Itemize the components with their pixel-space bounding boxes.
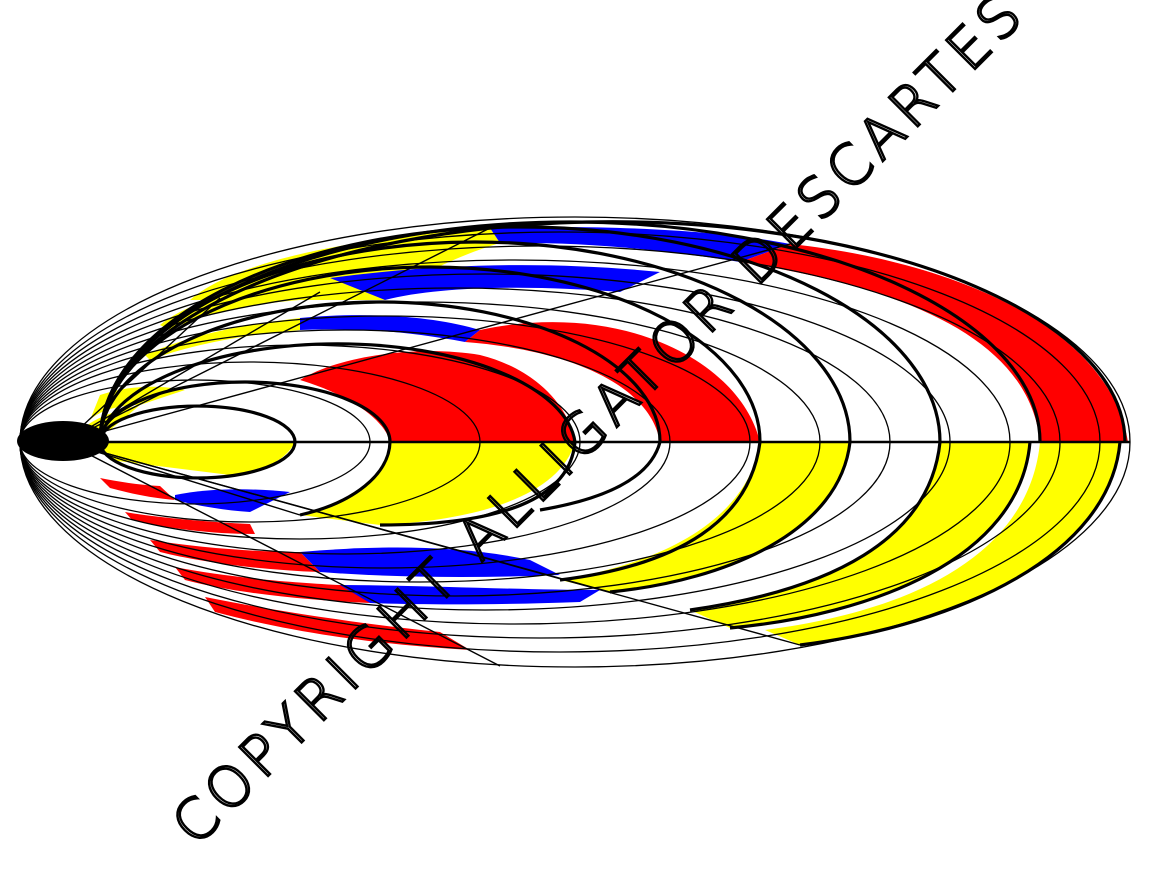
band-yellow xyxy=(145,318,300,360)
colored-bands xyxy=(80,226,1128,650)
band-blue xyxy=(300,315,480,342)
band-yellow xyxy=(560,442,850,592)
band-blue xyxy=(490,226,790,262)
band-yellow xyxy=(690,442,1030,628)
band-yellow xyxy=(100,442,295,475)
band-red xyxy=(740,244,1128,442)
radial-lines xyxy=(20,227,1130,667)
band-yellow xyxy=(190,228,500,300)
band-blue xyxy=(330,585,600,605)
band-blue xyxy=(330,265,660,300)
band-yellow xyxy=(300,442,575,525)
band-red xyxy=(150,540,320,572)
band-red xyxy=(125,512,255,534)
band-red xyxy=(175,567,370,603)
band-red xyxy=(100,478,175,500)
copyright-watermark: COPYRIGHT ALLIGATOR DESCARTES xyxy=(160,0,1039,858)
band-blue xyxy=(175,489,290,512)
band-yellow xyxy=(765,442,1120,645)
band-blue xyxy=(300,547,560,577)
vanishing-point xyxy=(17,421,109,461)
bold-arcs xyxy=(98,220,1127,647)
